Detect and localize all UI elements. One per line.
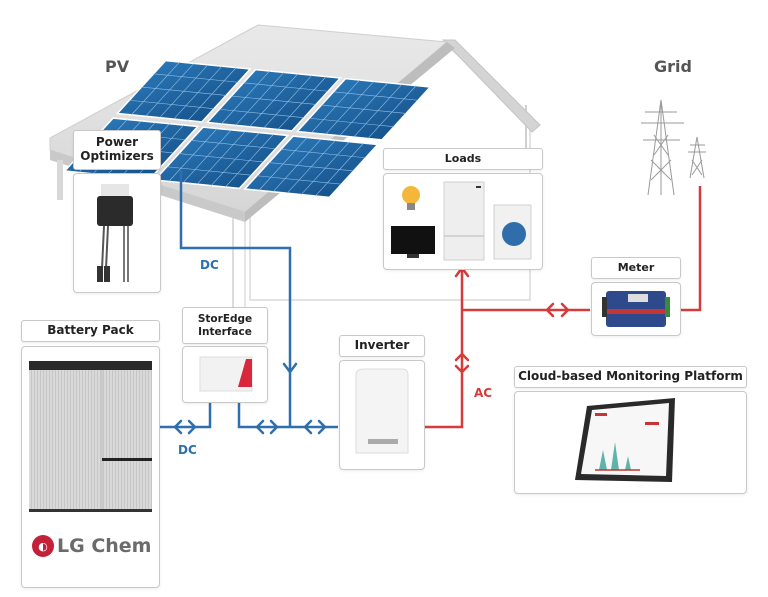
refrigerator-icon xyxy=(443,181,485,261)
bidirectional-arrow-ac xyxy=(454,352,470,362)
bidirectional-arrow-storedge xyxy=(255,419,265,435)
loads-icons xyxy=(391,181,532,261)
cell-gridline xyxy=(268,162,354,172)
monitoring-label: Cloud-based Monitoring Platform xyxy=(514,366,747,388)
storedge-box xyxy=(182,346,268,403)
power-optimizer-icon xyxy=(97,184,133,282)
tablet-dashboard-icon xyxy=(575,398,675,482)
dc-label-bottom: DC xyxy=(178,443,197,457)
bidirectional-arrow-meter xyxy=(545,302,555,318)
power-optimizers-label-line2: Optimizers xyxy=(80,149,154,163)
cell-gridline xyxy=(166,166,252,176)
brand-name: LG Chem xyxy=(57,535,152,557)
monitoring-box xyxy=(514,391,747,494)
storedge-label-line1: StorEdge xyxy=(197,313,253,326)
cell-gridline xyxy=(309,117,395,128)
dc-label-top: DC xyxy=(200,258,219,272)
cell-gridline xyxy=(153,73,239,83)
battery-icon xyxy=(29,361,152,512)
inverter-device-icon xyxy=(355,368,409,454)
power-optimizers-label: Power Optimizers xyxy=(73,130,161,170)
power-optimizer-box xyxy=(73,173,161,293)
cell-gridline xyxy=(141,86,227,96)
lg-logo-icon: ◐ xyxy=(32,535,54,557)
ac-wire-grid xyxy=(678,186,702,312)
cell-gridline xyxy=(190,139,276,150)
meter-label: Meter xyxy=(591,257,681,279)
cell-gridline xyxy=(333,91,419,101)
cell-gridline xyxy=(129,99,215,110)
pv-label: PV xyxy=(105,57,130,76)
meter-icon xyxy=(602,291,670,327)
storedge-interface-label: StorEdge Interface xyxy=(182,307,268,344)
light-bulb-icon xyxy=(402,186,420,210)
cell-gridline xyxy=(243,82,329,92)
power-optimizers-label-line1: Power xyxy=(95,135,139,150)
grid-label: Grid xyxy=(654,57,692,76)
cell-gridline xyxy=(231,95,317,105)
battery-pack-box: ◐ LG Chem xyxy=(21,346,160,588)
bidirectional-arrow-battery xyxy=(173,419,183,435)
meter-box xyxy=(591,282,681,336)
storedge-label-line2: Interface xyxy=(198,325,252,338)
inverter-box xyxy=(339,360,425,470)
cell-gridline xyxy=(321,104,407,114)
washing-machine-icon xyxy=(493,204,532,260)
solar-panel-array xyxy=(63,59,432,199)
ac-label: AC xyxy=(474,386,493,400)
dc-arrows xyxy=(173,362,327,435)
loads-label: Loads xyxy=(383,148,543,170)
bidirectional-arrow-inverter xyxy=(303,419,313,435)
roof-gable xyxy=(441,39,541,133)
inverter-label: Inverter xyxy=(339,335,425,357)
cell-gridline xyxy=(280,148,366,159)
cell-gridline xyxy=(219,108,305,119)
cell-gridline xyxy=(256,175,342,185)
ac-wire-inverter xyxy=(421,268,464,429)
television-icon xyxy=(391,226,435,258)
battery-pack-label: Battery Pack xyxy=(21,320,160,342)
loads-box xyxy=(383,173,543,270)
lg-chem-logo: ◐ LG Chem xyxy=(32,535,151,557)
down-arrow xyxy=(282,362,298,375)
cell-gridline xyxy=(178,153,264,163)
storedge-device-icon xyxy=(199,356,253,392)
dc-wire-optimizers xyxy=(179,170,292,427)
